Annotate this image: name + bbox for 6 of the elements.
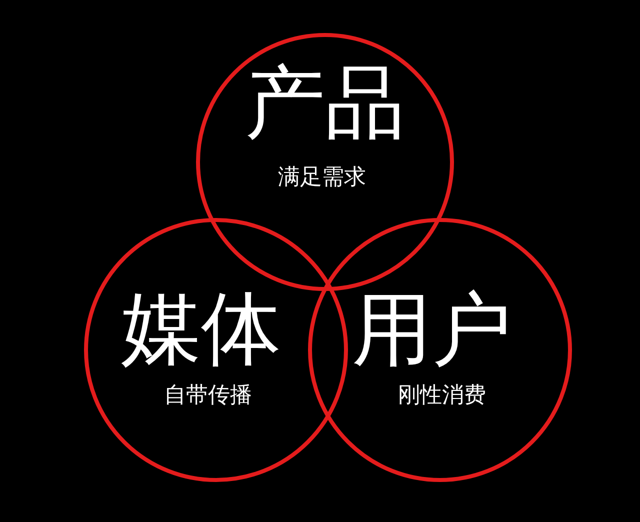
circle-subtitle: 刚性消费 (398, 384, 486, 406)
circle-title: 媒体 (121, 290, 281, 370)
circle-subtitle: 满足需求 (278, 166, 366, 188)
circle-title: 用户 (352, 291, 512, 371)
circle-title: 产品 (245, 64, 405, 144)
circle-subtitle: 自带传播 (164, 384, 252, 406)
